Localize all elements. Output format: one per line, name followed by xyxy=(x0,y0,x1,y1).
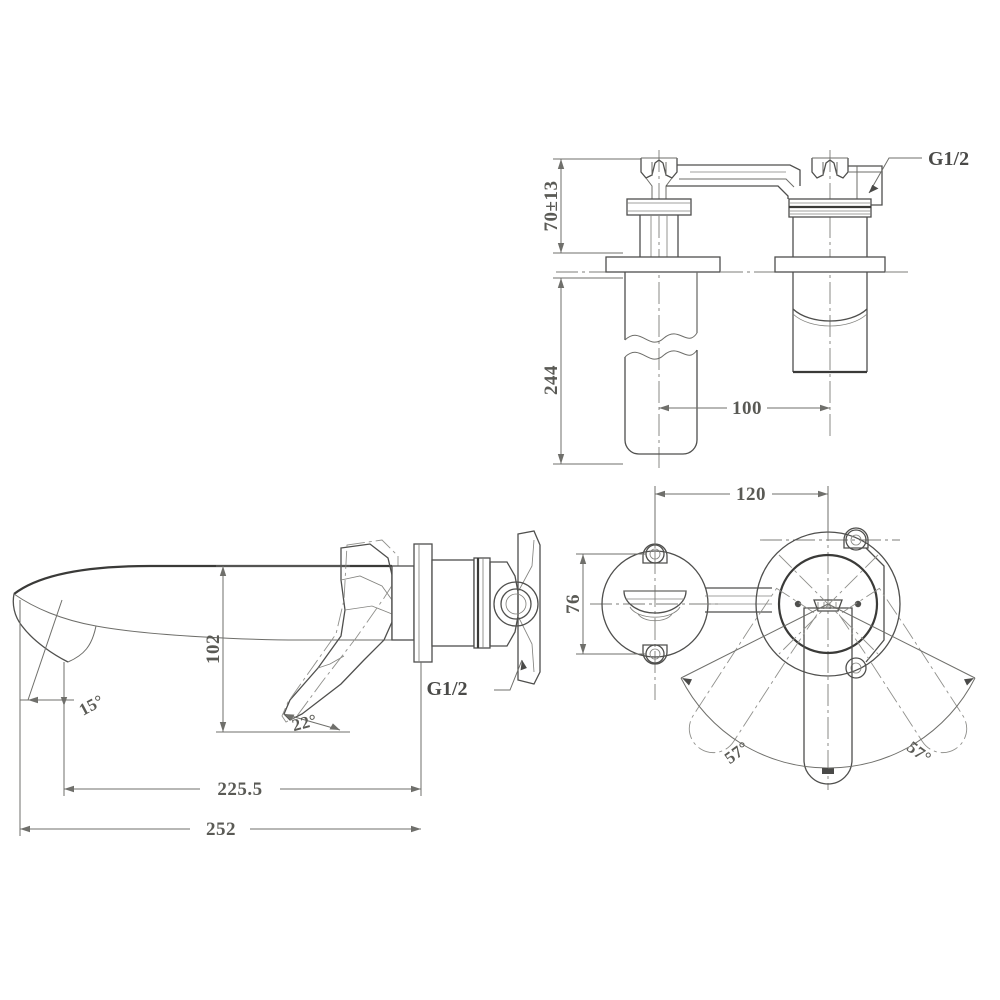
top-view-left-wall-flange xyxy=(605,256,721,273)
dim-225-5: 225.5 xyxy=(63,662,422,800)
dim-label-120: 120 xyxy=(736,484,766,505)
dim-102: 102 xyxy=(203,565,350,733)
dim-120: 120 xyxy=(654,484,829,546)
front-cartridge-circle xyxy=(777,553,879,655)
dim-76: 76 xyxy=(563,553,646,655)
dim-label-76: 76 xyxy=(563,594,584,614)
front-lever-neutral xyxy=(803,607,853,785)
callout-label-g12-side: G1/2 xyxy=(426,678,467,700)
side-wall-plate xyxy=(489,530,541,685)
dim-label-102: 102 xyxy=(203,634,224,664)
top-view-left-valve xyxy=(605,157,721,455)
callout-g12-side: G1/2 xyxy=(426,659,527,700)
callout-g12-top: G1/2 xyxy=(868,148,969,194)
front-spout-plate xyxy=(601,543,709,665)
top-view-left-collar xyxy=(626,198,692,216)
front-view: 120 76 57° 57° xyxy=(563,484,976,790)
top-view: 70±13 244 100 G1/2 xyxy=(541,148,969,468)
dim-label-252: 252 xyxy=(206,819,236,840)
dim-label-244: 244 xyxy=(541,365,562,395)
front-indicator-dot-right xyxy=(854,600,862,608)
front-lever-swing-left xyxy=(688,587,818,754)
dim-label-70-13: 70±13 xyxy=(541,181,562,232)
dim-100: 100 xyxy=(659,398,830,419)
front-spout-outlet xyxy=(623,590,687,614)
top-view-spout-arm xyxy=(666,164,801,199)
front-lever-swing-right xyxy=(838,587,968,754)
front-indicator-dot-left xyxy=(794,600,802,608)
dim-label-100: 100 xyxy=(732,398,762,419)
dim-244: 244 xyxy=(541,277,623,465)
front-valve-plate xyxy=(755,527,901,785)
top-view-right-valve xyxy=(774,157,886,374)
dim-70-13: 70±13 xyxy=(541,158,641,254)
side-spout-top-edge xyxy=(13,564,392,595)
side-lever-phantom xyxy=(281,539,399,723)
side-cartridge-outer xyxy=(493,581,539,627)
callout-label-g12-top: G1/2 xyxy=(928,148,969,170)
dim-252: 252 xyxy=(19,600,421,840)
dim-label-225-5: 225.5 xyxy=(217,779,262,800)
top-view-right-wall-flange xyxy=(774,256,886,273)
